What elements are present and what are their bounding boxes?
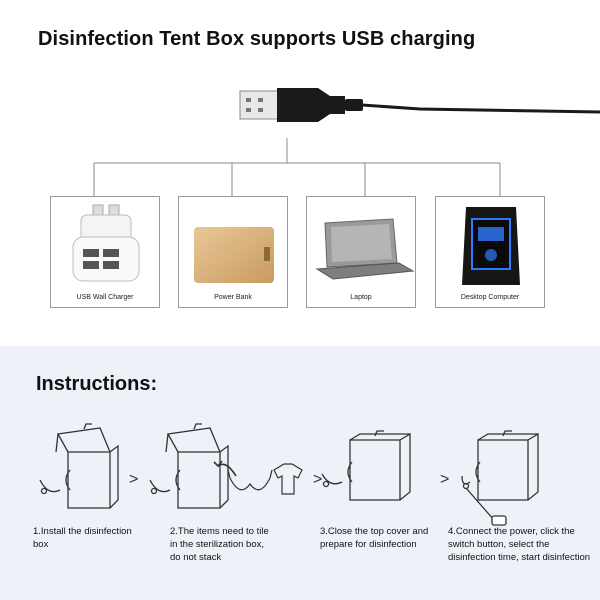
device-label: USB Wall Charger [76,294,134,301]
open-box-icon [39,423,119,509]
power-bank-icon [194,227,274,283]
desktop-computer-icon [462,207,520,285]
box-with-power-switch-icon [461,430,539,526]
usb-wall-charger-icon [72,204,140,282]
step-arrow: > [313,471,323,488]
step-arrow: > [440,471,450,488]
usb-cable-diagram [93,88,600,196]
device-label: Power Bank [214,294,252,301]
laptop-icon [315,218,415,280]
step-1-text: 1.Install the disinfection box [33,526,132,550]
open-box-with-items-icon [149,423,237,509]
usb-plug-icon [239,88,363,122]
instructions-title: Instructions: [36,373,158,395]
baby-onesie-icon [273,463,303,495]
device-card-usb-wall-charger: USB Wall Charger [50,196,160,308]
step-4-text: 4.Connect the power, click the switch bu… [448,526,591,563]
bra-icon [227,469,273,491]
device-card-desktop-computer: Desktop Computer [435,196,545,308]
device-label: Desktop Computer [460,294,520,301]
step-arrow: > [129,471,139,488]
device-card-power-bank: Power Bank [178,196,288,308]
step-2-text: 2.The items need to tile in the steriliz… [170,526,269,563]
device-label: Laptop [350,294,372,301]
closed-box-icon [321,430,411,501]
page-title: Disinfection Tent Box supports USB charg… [38,28,476,50]
device-card-laptop: Laptop [306,196,416,308]
step-3-text: 3.Close the top cover and prepare for di… [320,526,429,550]
